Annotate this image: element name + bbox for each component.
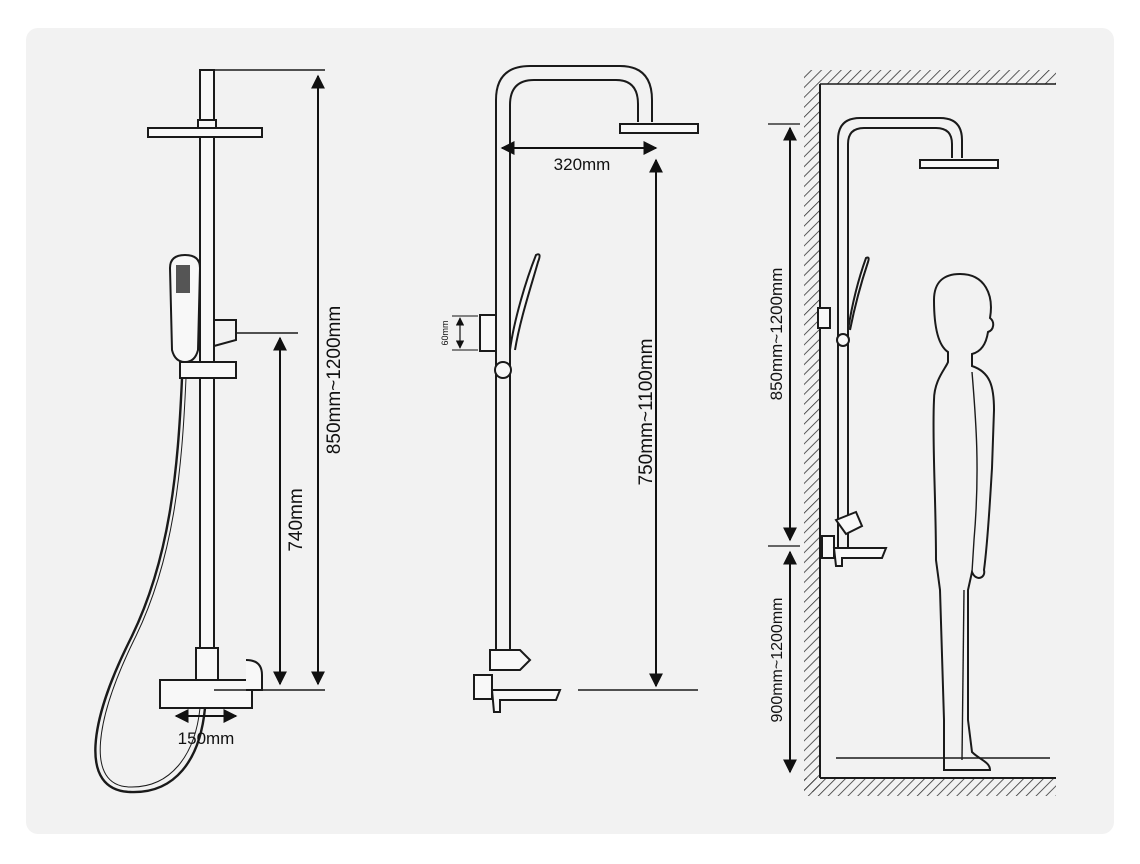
installation-view [768, 70, 1056, 796]
label-lower-height: 900mm~1200mm [769, 598, 786, 723]
front-view [94, 69, 325, 794]
gooseneck-inner [509, 79, 639, 650]
floor-hatch [804, 778, 1056, 796]
shower-head [147, 127, 263, 138]
mixer-body [159, 679, 253, 709]
mixer-lever [245, 659, 263, 691]
person-silhouette [932, 272, 996, 771]
side-view-dimensions [452, 141, 663, 688]
label-total-height: 850mm~1200mm [324, 306, 345, 454]
gooseneck-outer [495, 65, 653, 650]
label-small-offset: 60mm [440, 320, 450, 345]
mixer-side [489, 649, 532, 671]
shower-head-side [619, 123, 699, 134]
shower-hose [94, 377, 207, 794]
riser-pipe [199, 69, 215, 691]
wall-hatch [804, 70, 820, 792]
label-arm-reach: 320mm [554, 155, 611, 174]
tub-spout [490, 689, 562, 713]
slide-knob [494, 361, 512, 379]
side-view [473, 65, 699, 713]
hand-shower-side [509, 253, 541, 351]
wall-bracket [479, 314, 497, 352]
label-mixer-width: 150mm [178, 729, 235, 748]
installation-dimensions [768, 123, 800, 774]
shower-head-3 [919, 159, 999, 169]
front-view-dimensions [174, 74, 325, 723]
gooseneck-3 [837, 117, 963, 548]
label-upper-height: 850mm~1200mm [767, 268, 786, 401]
handset-holder [179, 361, 237, 379]
holder-bracket [213, 319, 237, 347]
ceiling-hatch [820, 70, 1056, 84]
label-side-height: 750mm~1100mm [636, 339, 657, 486]
label-handset-height: 740mm [286, 488, 307, 551]
tub-spout-3 [832, 547, 888, 567]
